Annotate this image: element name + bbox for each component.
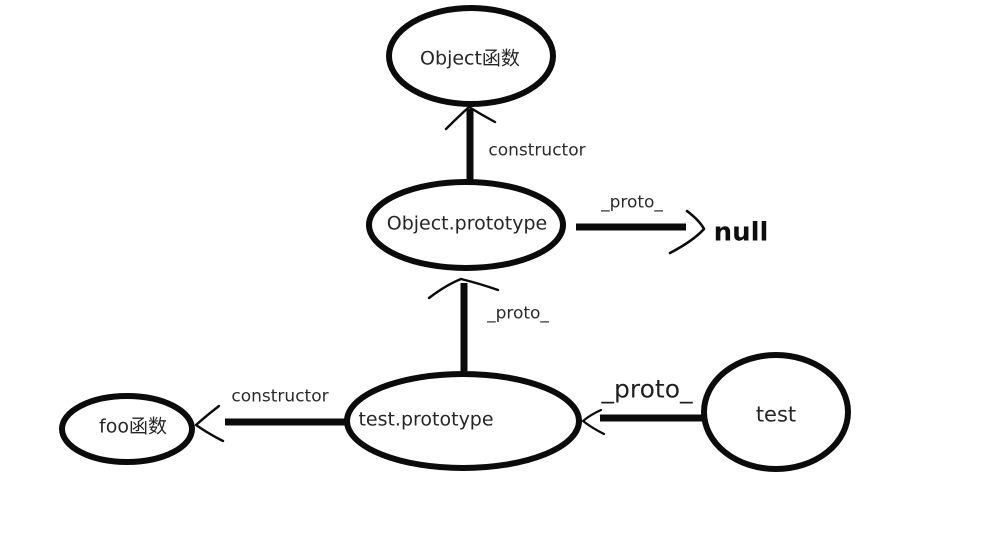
- arrowhead-left-test-icon: [581, 408, 606, 436]
- edge-proto-null-label: _proto_: [601, 192, 663, 213]
- arrowhead-left-foo-icon: [194, 404, 225, 443]
- edge-proto-test-label: _proto_: [601, 374, 693, 404]
- node-test-prototype-label: test.prototype: [358, 408, 494, 431]
- arrowhead-right-null-icon: [668, 209, 706, 255]
- arrowhead-up-top-icon: [444, 105, 497, 131]
- node-foo-function-label: foo函数: [99, 415, 167, 438]
- null-value-label: null: [713, 217, 769, 248]
- node-object-function-label: Object函数: [420, 47, 520, 70]
- edge-constructor-top-label: constructor: [488, 140, 586, 161]
- node-test-label: test: [755, 402, 797, 427]
- node-object-prototype-ellipse: [366, 179, 566, 271]
- node-object-prototype-label: Object.prototype: [386, 212, 548, 235]
- node-test-ellipse: [701, 352, 851, 472]
- arrowhead-up-middle-icon: [427, 277, 500, 300]
- edge-proto-up-label: _proto_: [487, 303, 549, 324]
- node-object-function-ellipse: [386, 5, 556, 107]
- edge-constructor-left-label: constructor: [231, 386, 329, 407]
- node-foo-function-ellipse: [59, 393, 195, 465]
